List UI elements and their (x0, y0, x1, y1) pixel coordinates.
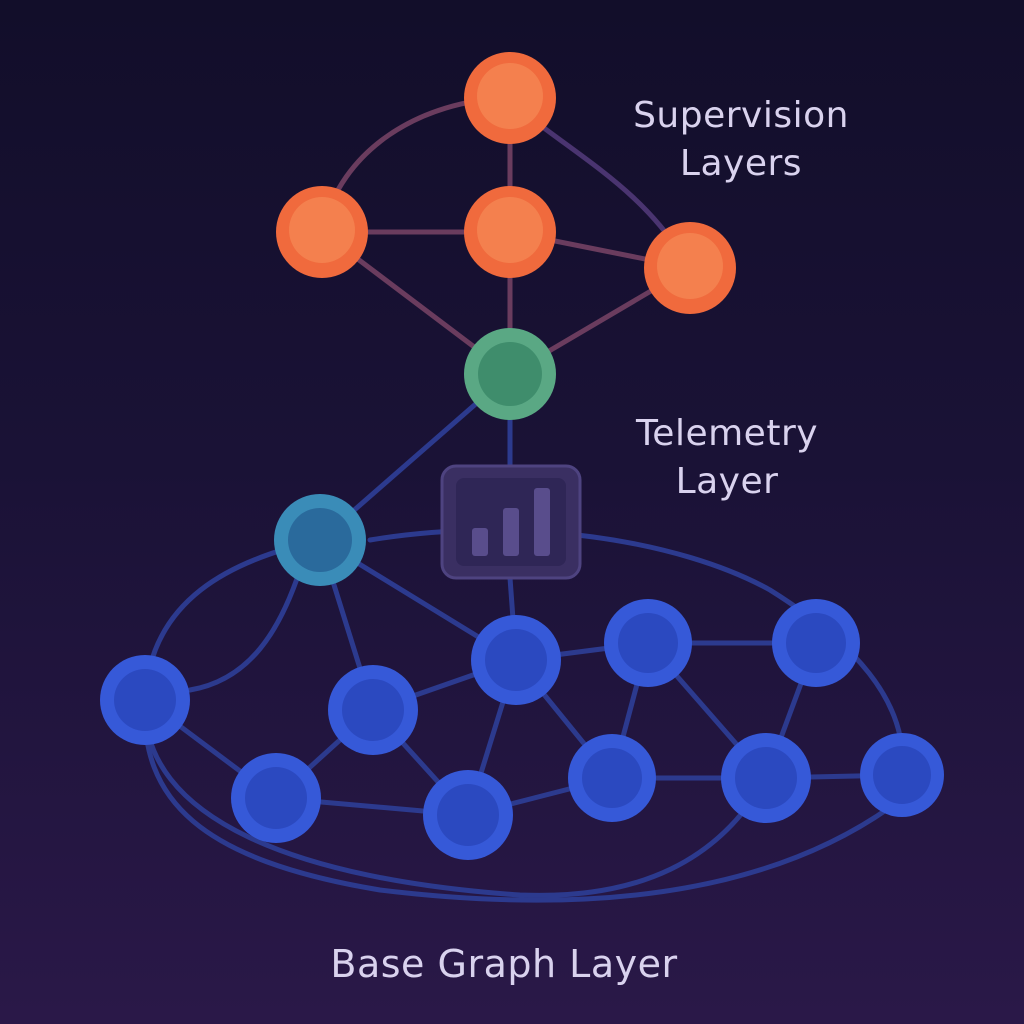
graph-node[interactable] (464, 52, 556, 144)
graph-node[interactable] (772, 599, 860, 687)
base-graph-layer-label: Base Graph Layer (330, 942, 678, 986)
graph-node[interactable] (423, 770, 513, 860)
graph-node[interactable] (464, 186, 556, 278)
graph-node[interactable] (604, 599, 692, 687)
telemetry-layer-label: Telemetry Layer (635, 413, 819, 502)
graph-node[interactable] (231, 753, 321, 843)
base-nodes (100, 599, 944, 860)
bar-chart-icon-bar (534, 488, 550, 556)
bar-chart-icon-bar (503, 508, 519, 556)
graph-node[interactable] (100, 655, 190, 745)
graph-node[interactable] (328, 665, 418, 755)
bar-chart-icon (472, 488, 550, 556)
telemetry-node[interactable] (464, 328, 556, 420)
edge (187, 567, 303, 693)
graph-node[interactable] (644, 222, 736, 314)
graph-node[interactable] (721, 733, 811, 823)
graph-node[interactable] (471, 615, 561, 705)
base-edges (142, 527, 906, 903)
supervision-layers-label: Supervision Layers (633, 95, 849, 184)
graph-node[interactable] (276, 186, 368, 278)
bridge-node[interactable] (274, 494, 366, 586)
edge (142, 697, 769, 898)
graph-node[interactable] (568, 734, 656, 822)
graph-node[interactable] (860, 733, 944, 817)
bar-chart-icon-bar (472, 528, 488, 556)
edge (142, 537, 903, 903)
supervision-nodes (276, 52, 736, 314)
telemetry-monitor (440, 464, 582, 580)
